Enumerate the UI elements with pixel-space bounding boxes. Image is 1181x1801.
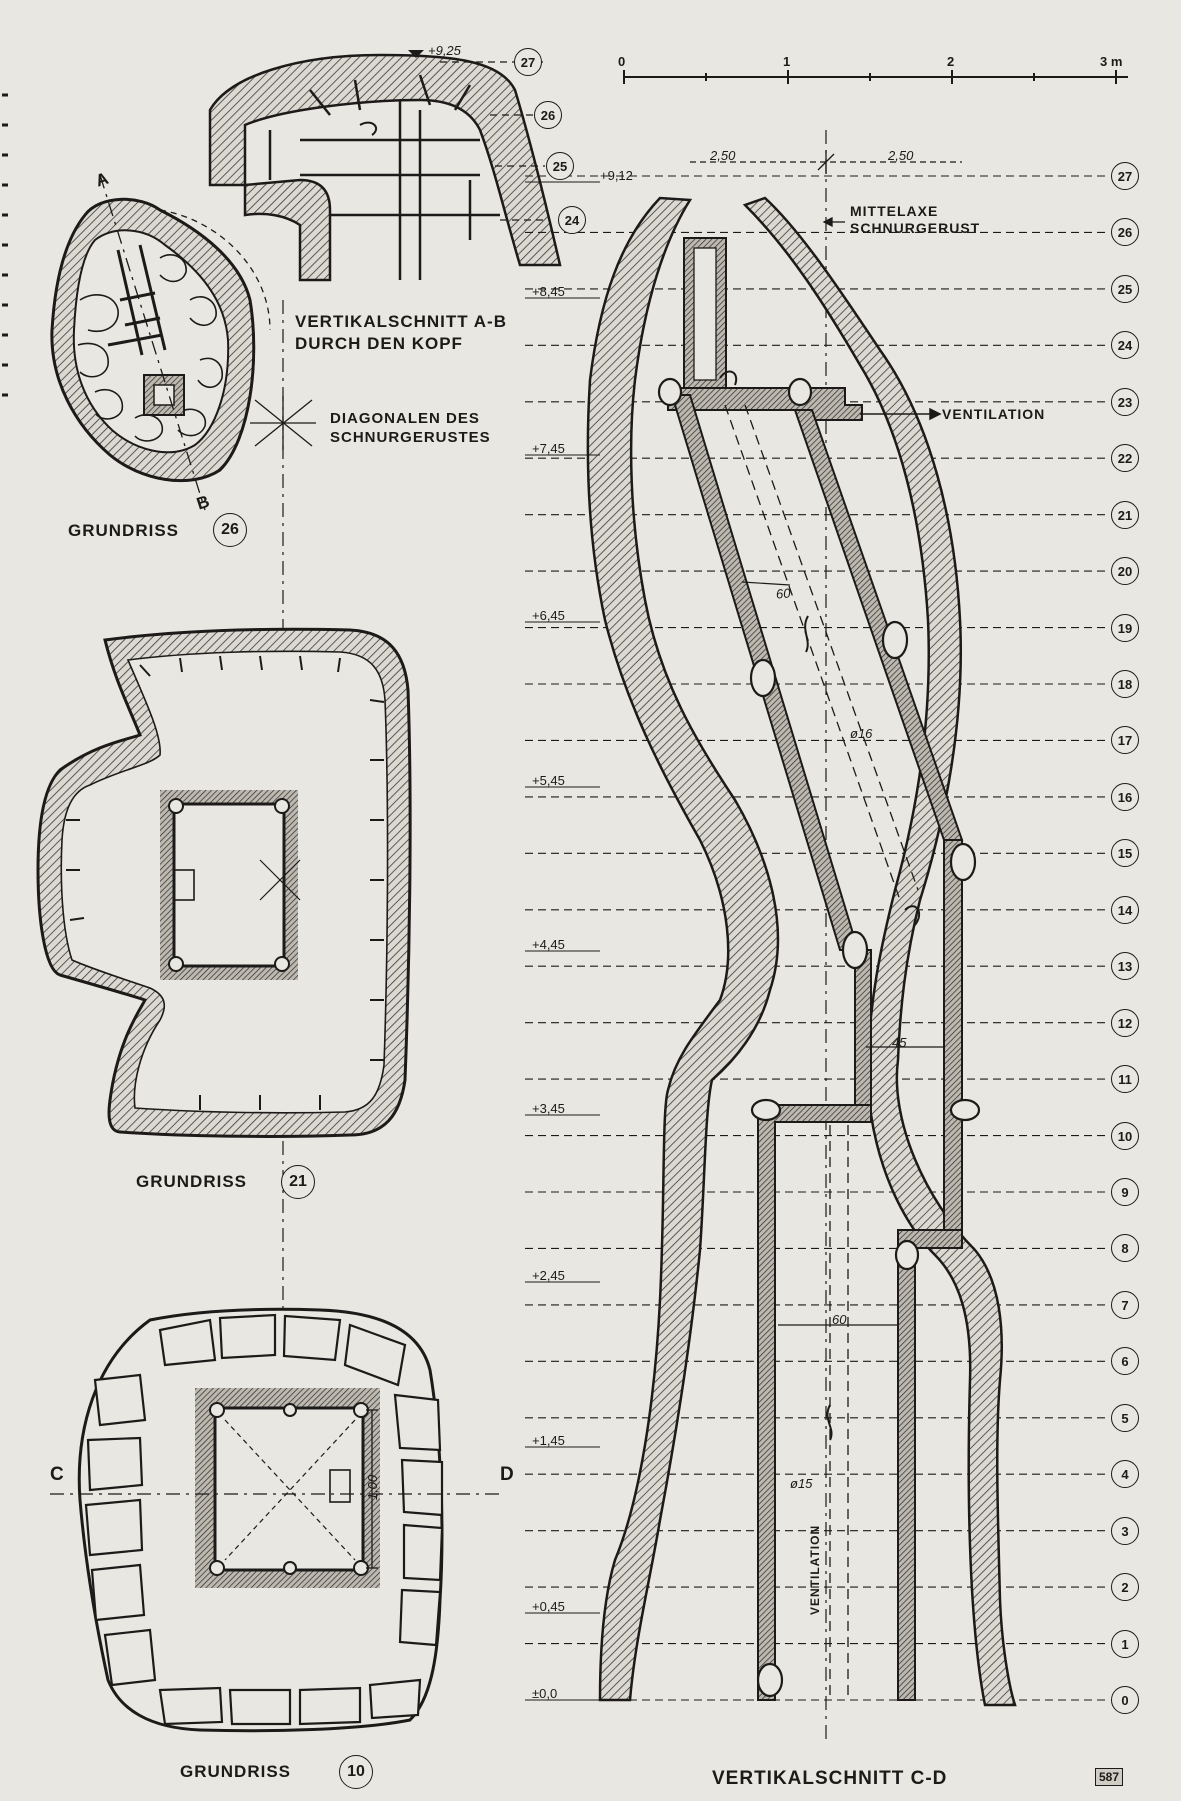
layer-number: 19 xyxy=(1111,613,1139,642)
page-number: 587 xyxy=(1095,1768,1124,1786)
layer-number: 12 xyxy=(1111,1008,1139,1037)
layer-number: 2 xyxy=(1111,1573,1139,1602)
dim-pipe-upper: ø16 xyxy=(850,726,873,741)
layer-number: 17 xyxy=(1111,726,1139,755)
scale-tick-3: 3 m xyxy=(1100,54,1123,69)
main-section xyxy=(525,150,1108,1707)
head-layer-24: 24 xyxy=(558,206,586,234)
dim-shaft-upper: 60 xyxy=(775,585,792,602)
plan-10-dimension: 1,00 xyxy=(365,1474,381,1501)
level-label: +0,45 xyxy=(532,1599,565,1614)
layer-number: 11 xyxy=(1111,1065,1139,1094)
layer-number: 27 xyxy=(1111,162,1139,190)
level-label: ±0,0 xyxy=(532,1686,558,1701)
level-label: +8,45 xyxy=(532,284,565,299)
layer-number: 22 xyxy=(1111,444,1139,473)
axis-label-line2: SCHNURGERUST xyxy=(850,220,981,236)
level-ticks xyxy=(525,181,600,1701)
scale-tick-0: 0 xyxy=(618,54,626,69)
plan-26 xyxy=(50,174,271,511)
level-label: +9,12 xyxy=(600,168,633,183)
layer-number: 13 xyxy=(1111,952,1139,981)
layer-number: 0 xyxy=(1111,1686,1139,1714)
layer-number: 1 xyxy=(1111,1629,1139,1658)
layer-number: 5 xyxy=(1111,1403,1139,1432)
plan-10 xyxy=(50,1307,500,1733)
head-top-level: +9,25 xyxy=(428,43,461,58)
axis-label-line1: MITTELAXE xyxy=(850,203,939,219)
dim-shaft-lower: 60 xyxy=(832,1312,847,1327)
head-layer-25: 25 xyxy=(546,152,574,180)
scale-bar xyxy=(623,70,1128,84)
layer-number: 20 xyxy=(1111,557,1139,586)
level-label: +3,45 xyxy=(532,1101,565,1116)
plan-26-number: 26 xyxy=(213,513,247,547)
layer-number: 9 xyxy=(1111,1178,1139,1206)
layer-number: 25 xyxy=(1111,274,1139,303)
scale-tick-2: 2 xyxy=(947,54,955,69)
plan-21-number: 21 xyxy=(281,1165,315,1199)
layer-number: 16 xyxy=(1111,782,1139,811)
layer-number: 3 xyxy=(1111,1516,1139,1545)
head-layer-27: 27 xyxy=(514,48,542,76)
level-label: +6,45 xyxy=(532,608,565,623)
diagonals-symbol xyxy=(250,396,316,450)
ventilation-label: VENTILATION xyxy=(942,406,1046,422)
head-section-subtitle: DURCH DEN KOPF xyxy=(295,334,463,353)
plan-10-section-c: C xyxy=(50,1464,65,1485)
margin-marks xyxy=(2,93,8,397)
plan-10-caption: GRUNDRISS xyxy=(180,1762,292,1781)
plan-10-number: 10 xyxy=(339,1755,373,1789)
plan-21 xyxy=(36,627,412,1138)
level-label: +4,45 xyxy=(532,937,565,952)
half-width-right: 2,50 xyxy=(888,148,914,163)
layer-number: 7 xyxy=(1111,1290,1139,1319)
ventilation-vertical-label: VENTILATION xyxy=(808,1524,822,1615)
layer-number: 4 xyxy=(1111,1460,1139,1489)
diagonals-note-line2: SCHNURGERUSTES xyxy=(330,429,491,446)
layer-number: 6 xyxy=(1111,1347,1139,1376)
layer-number: 24 xyxy=(1111,331,1139,360)
main-section-caption: VERTIKALSCHNITT C-D xyxy=(712,1768,948,1789)
dim-shaft-middle: 45 xyxy=(892,1035,907,1050)
layer-number: 26 xyxy=(1111,218,1139,247)
layer-number: 23 xyxy=(1111,387,1139,416)
layer-number: 14 xyxy=(1111,895,1139,924)
layer-number: 21 xyxy=(1111,500,1139,529)
diagonals-note-line1: DIAGONALEN DES xyxy=(330,410,480,427)
layer-number: 10 xyxy=(1111,1121,1139,1150)
head-section xyxy=(208,50,562,282)
level-label: +5,45 xyxy=(532,773,565,788)
head-section-title: VERTIKALSCHNITT A-B xyxy=(295,312,507,331)
dim-pipe-lower: ø15 xyxy=(790,1476,813,1491)
scale-tick-1: 1 xyxy=(783,54,791,69)
layer-lines xyxy=(525,175,1108,1701)
level-label: +1,45 xyxy=(532,1433,565,1448)
head-layer-26: 26 xyxy=(534,101,562,129)
plan-26-caption: GRUNDRISS xyxy=(68,521,180,540)
layer-number: 18 xyxy=(1111,670,1139,698)
half-width-left: 2,50 xyxy=(710,148,736,163)
plan-21-caption: GRUNDRISS xyxy=(136,1172,248,1191)
layer-number: 8 xyxy=(1111,1234,1139,1263)
plan-10-section-d: D xyxy=(500,1464,515,1485)
layer-number: 15 xyxy=(1111,839,1139,868)
level-label: +7,45 xyxy=(532,441,565,456)
level-label: +2,45 xyxy=(532,1268,565,1283)
